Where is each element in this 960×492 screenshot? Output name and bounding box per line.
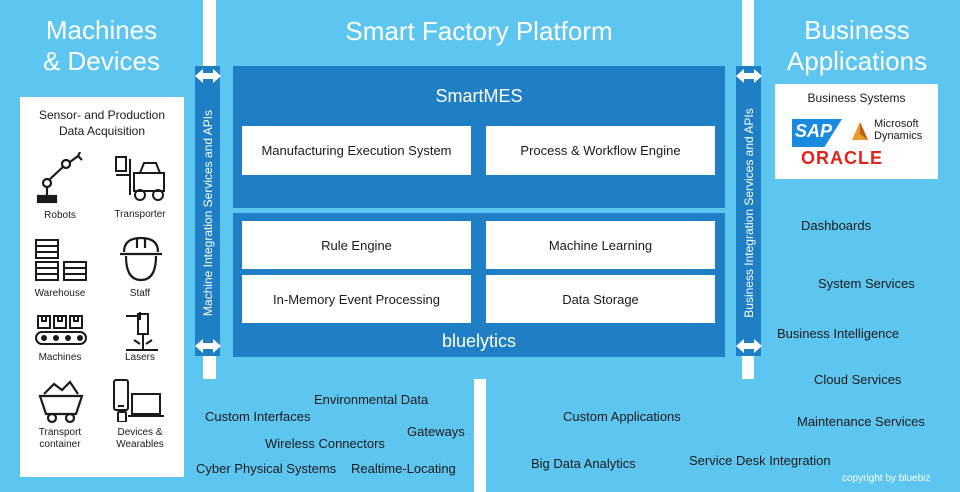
conveyor-machine-icon [35, 315, 87, 345]
icon-label-robots: Robots [44, 210, 76, 221]
bottom-item-service-desk-integration: Service Desk Integration [689, 453, 831, 468]
right-title-line1: Business [804, 15, 910, 45]
devices-icon [113, 379, 164, 422]
icon-label-staff: Staff [129, 288, 151, 299]
right-item-dashboards: Dashboards [801, 218, 872, 233]
dynamics-logo-icon [852, 122, 868, 140]
right-item-business-intelligence: Business Intelligence [777, 326, 900, 341]
mine-cart-icon [38, 380, 84, 424]
bottom-item-cyber-physical-systems: Cyber Physical Systems [196, 461, 337, 476]
bottom-item-custom-applications: Custom Applications [563, 409, 681, 424]
robot-arm-icon [36, 152, 83, 204]
machine-integration-arrow-top [195, 69, 221, 83]
icon-label-transport-container-line2: container [39, 439, 81, 450]
icon-label-lasers: Lasers [124, 352, 155, 363]
copyright: copyright by bluebiz [842, 473, 931, 484]
right-item-system-services: System Services [818, 276, 915, 291]
data-storage-box: Data Storage [486, 275, 715, 323]
icon-label-transport-container-line1: Transport [38, 427, 82, 438]
bottom-right-panel [486, 379, 960, 492]
bottom-item-big-data-analytics: Big Data Analytics [531, 456, 636, 471]
business-integration-arrow-bottom [736, 339, 762, 353]
rule-engine-box: Rule Engine [242, 221, 471, 269]
icon-label-machines: Machines [38, 352, 82, 363]
laser-icon [126, 312, 158, 351]
machine-learning-box: Machine Learning [486, 221, 715, 269]
machine-integration-arrow-bottom [195, 339, 221, 353]
hard-hat-worker-icon [120, 236, 162, 282]
bluelytics-title: bluelytics [441, 331, 517, 351]
workflow-engine-box: Process & Workflow Engine [486, 126, 715, 175]
machine-integration-label: Machine Integration Services and APIs [201, 109, 215, 317]
acquisition-title-line2: Data Acquisition [58, 124, 146, 138]
machine-integration-band [195, 66, 220, 356]
business-integration-label: Business Integration Services and APIs [742, 108, 756, 318]
business-integration-band [736, 66, 761, 356]
oracle-logo: ORACLE [801, 148, 883, 168]
business-integration-arrow-top [736, 69, 762, 83]
bottom-item-custom-interfaces: Custom Interfaces [205, 409, 311, 424]
sap-logo-text: SAP [795, 121, 833, 141]
bottom-item-environmental-data: Environmental Data [314, 392, 429, 407]
left-title-line1: Machines [45, 15, 158, 45]
right-title-line2: Applications [786, 46, 928, 76]
bottom-item-realtime-locating: Realtime-Locating [351, 461, 456, 476]
left-title-line2: & Devices [42, 46, 161, 76]
icon-label-devices-line2: Wearables [116, 439, 164, 450]
right-panel [754, 0, 960, 379]
bottom-item-wireless-connectors: Wireless Connectors [265, 436, 385, 451]
microsoft-logo-text: Microsoft [874, 118, 919, 130]
right-item-cloud-services: Cloud Services [814, 372, 902, 387]
forklift-icon [115, 156, 165, 201]
event-processing-box: In-Memory Event Processing [242, 275, 471, 323]
icon-label-devices-line1: Devices & [117, 427, 163, 438]
bottom-left-panel [187, 379, 474, 492]
business-systems-title: Business Systems [807, 91, 906, 105]
dynamics-logo-text: Dynamics [874, 130, 923, 142]
platform-title: Smart Factory Platform [345, 16, 613, 46]
bottom-item-gateways: Gateways [407, 424, 465, 439]
icon-label-transporter: Transporter [114, 209, 166, 220]
mes-box: Manufacturing Execution System [242, 126, 471, 175]
warehouse-boxes-icon [35, 239, 87, 281]
right-item-maintenance-services: Maintenance Services [797, 414, 925, 429]
acquisition-title-line1: Sensor- and Production [38, 108, 166, 122]
icon-label-warehouse: Warehouse [34, 288, 86, 299]
smartmes-title: SmartMES [435, 86, 523, 106]
